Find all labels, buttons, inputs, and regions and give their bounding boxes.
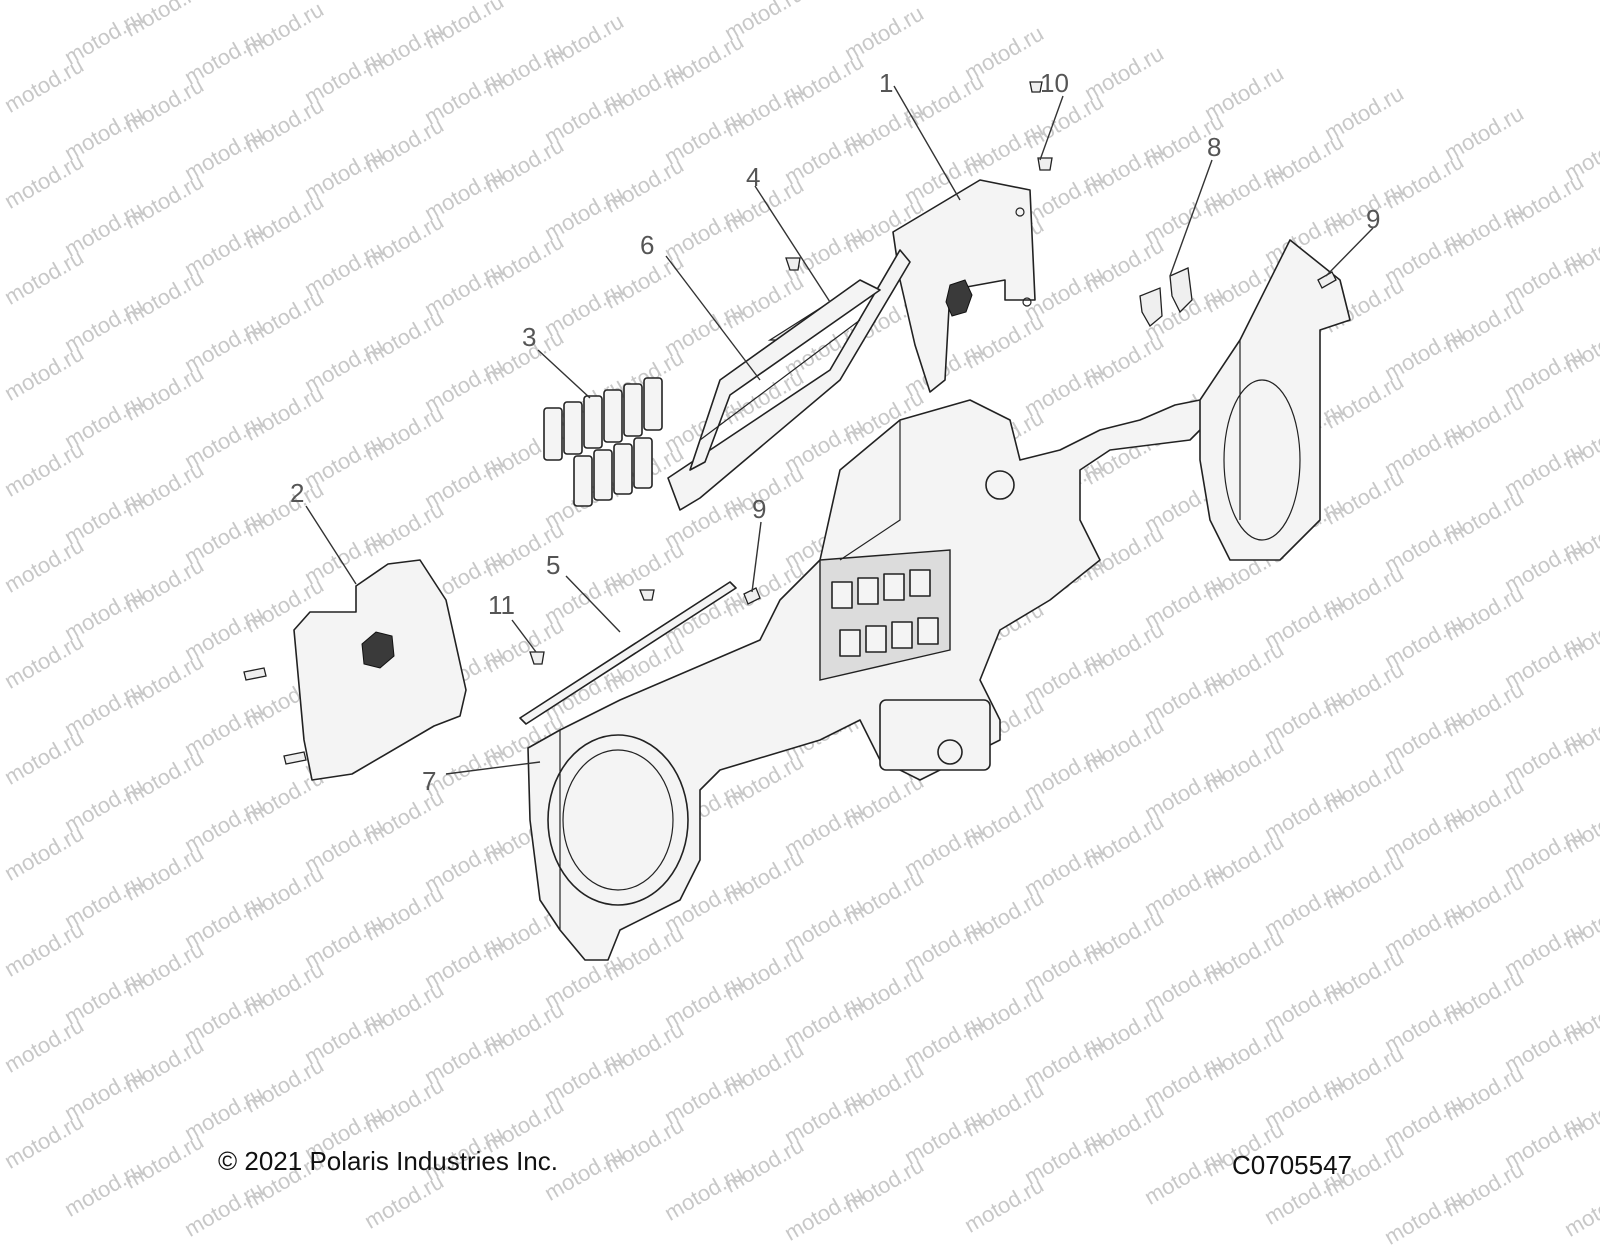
right-side-panel xyxy=(892,179,1036,393)
callout-label: 8 xyxy=(1207,132,1221,162)
callout-label: 6 xyxy=(640,230,654,260)
hook-clips xyxy=(1139,267,1193,327)
switch-bezel-frame xyxy=(667,249,911,511)
callout-label: 2 xyxy=(290,478,304,508)
leader-lines xyxy=(305,85,1374,775)
drawing-number: C0705547 xyxy=(1232,1150,1352,1180)
callout-labels: 1 10 8 9 4 6 3 2 9 5 11 7 xyxy=(290,68,1380,796)
callout-label: 11 xyxy=(488,590,515,620)
switch-blanks xyxy=(543,377,663,507)
callout-label: 9 xyxy=(1366,204,1380,234)
left-side-panel xyxy=(243,559,467,781)
callout-label: 3 xyxy=(522,322,536,352)
push-rivet xyxy=(1029,81,1053,171)
exploded-parts-drawing: 1 10 8 9 4 6 3 2 9 5 11 7 xyxy=(243,68,1380,961)
callout-label: 5 xyxy=(546,550,560,580)
dash-assembly xyxy=(527,239,1351,961)
copyright-text: © 2021 Polaris Industries Inc. xyxy=(218,1146,558,1176)
callout-label: 1 xyxy=(879,68,893,98)
trim-strip xyxy=(519,581,737,725)
switch-openings xyxy=(831,569,939,657)
callout-label: 4 xyxy=(746,162,760,192)
callout-label: 10 xyxy=(1040,68,1069,98)
push-rivets xyxy=(529,651,545,665)
callout-label: 7 xyxy=(422,766,436,796)
callout-label: 9 xyxy=(752,494,766,524)
